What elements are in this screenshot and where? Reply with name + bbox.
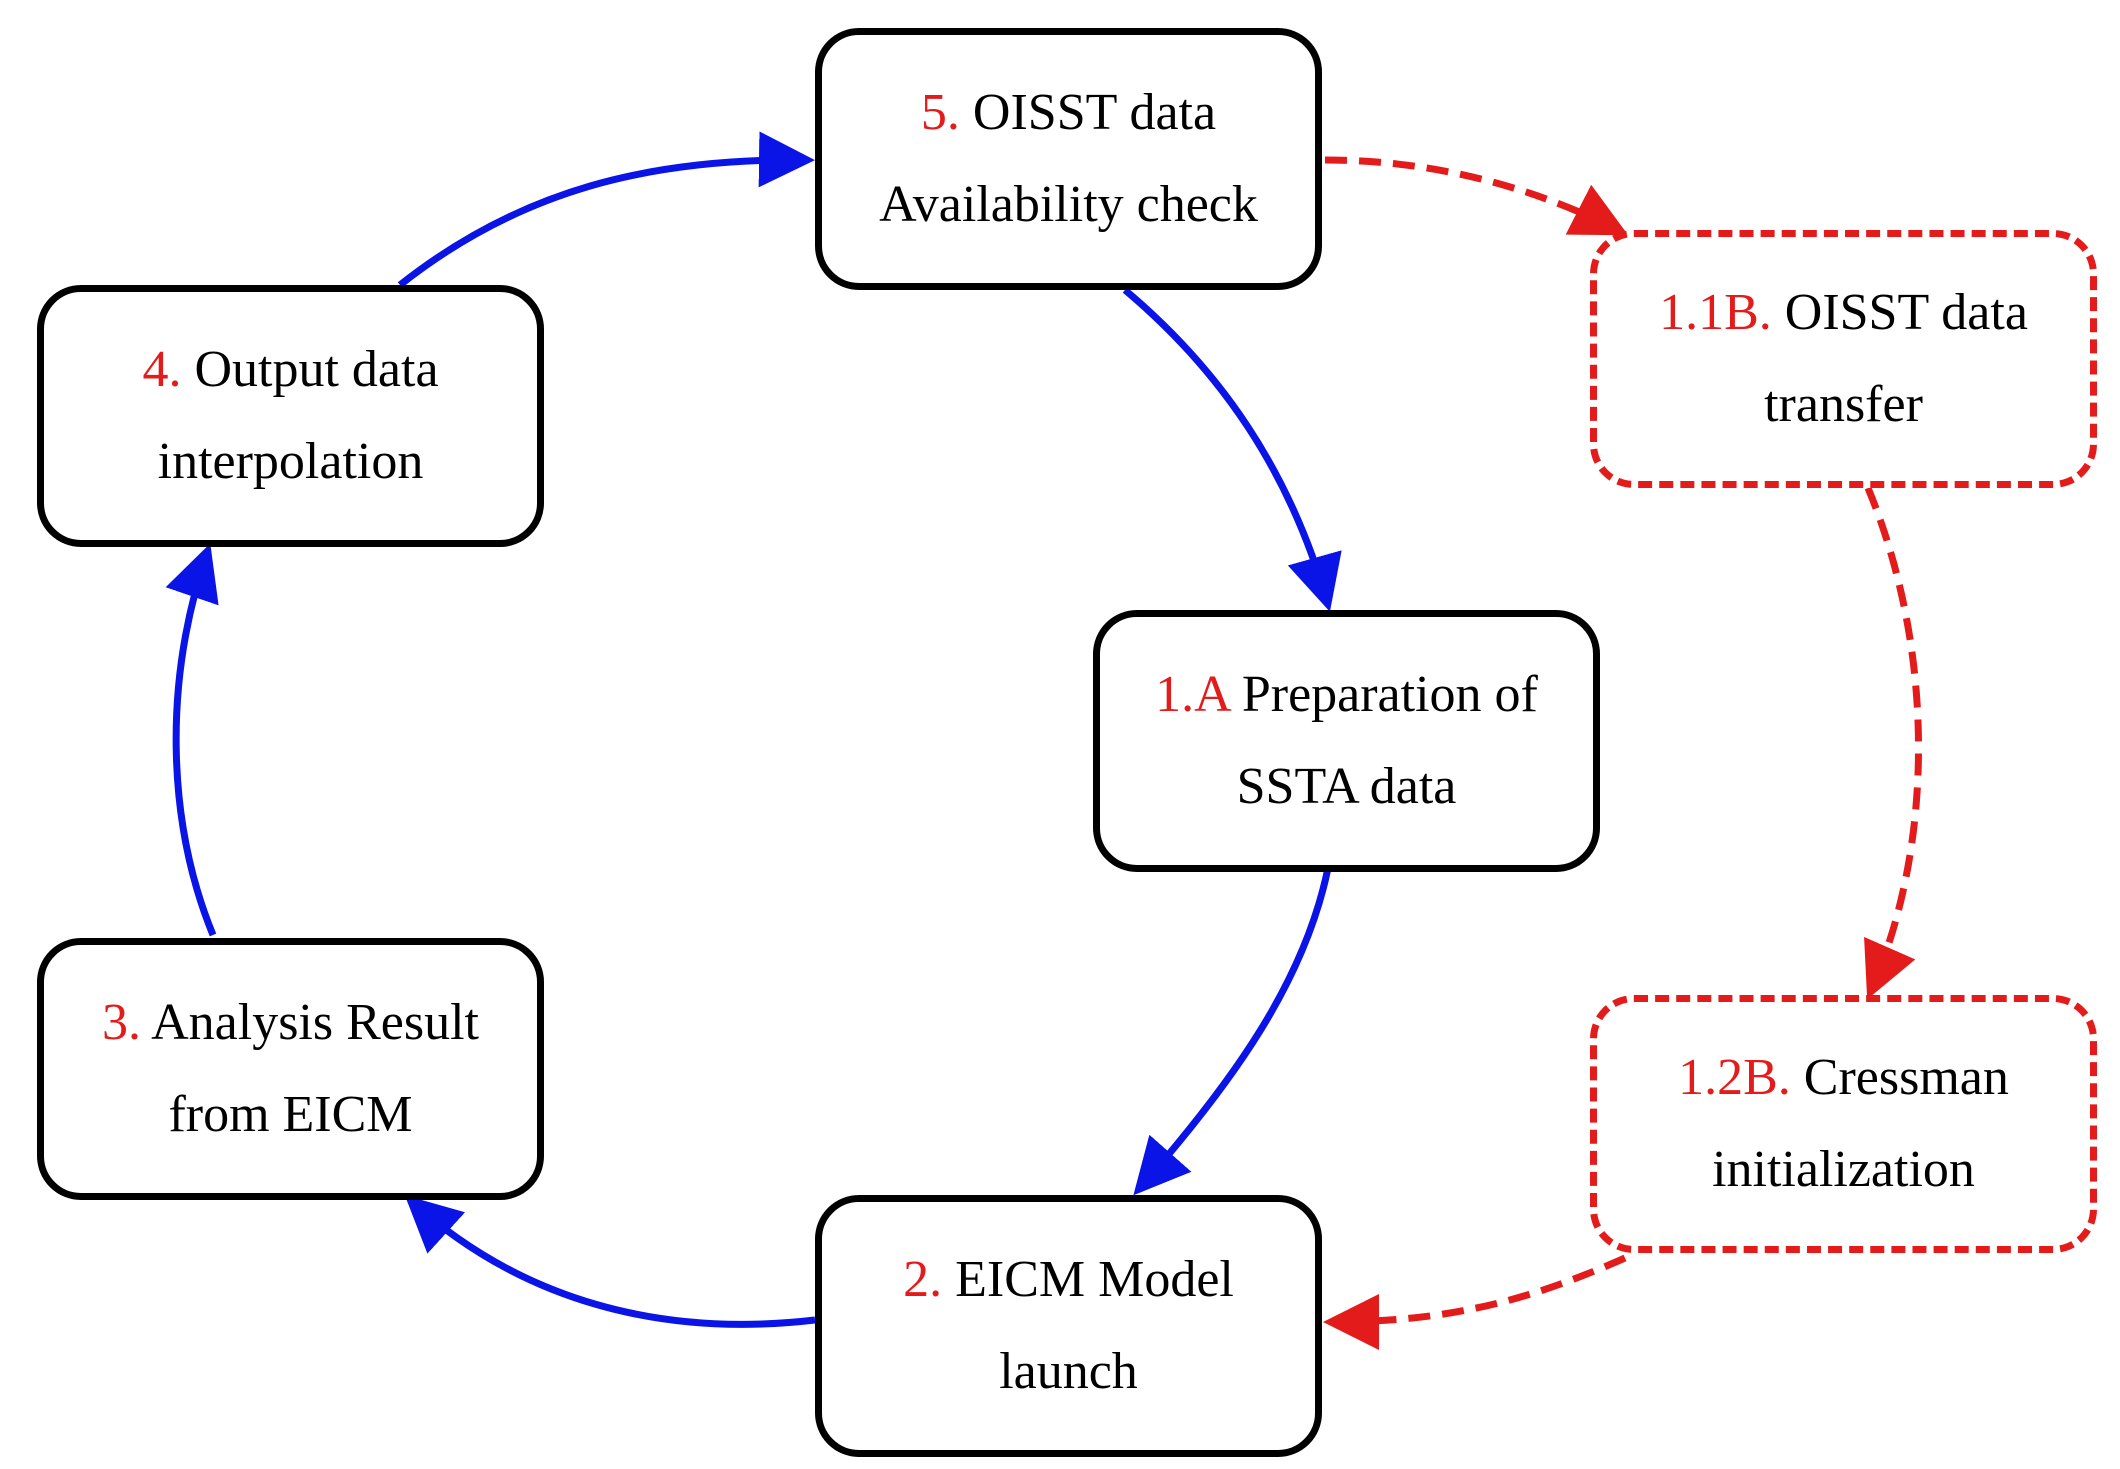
node-step4-text1: Output data [194, 341, 439, 398]
node-step1a-number: 1.A [1155, 666, 1229, 723]
node-step3-line2: from EICM [168, 1086, 413, 1143]
arrow-step5-to-step1a [1122, 287, 1342, 612]
node-step3-text1: Analysis Result [151, 994, 480, 1051]
node-step4-number: 4. [142, 341, 182, 398]
node-step3-analysis-result-from-eicm: 3. Analysis Result from EICM [37, 938, 544, 1200]
node-step2-label: 2. EICM Model launch [903, 1234, 1234, 1418]
node-step2-number: 2. [903, 1251, 943, 1308]
node-step5-line1: 5. OISST data [879, 67, 1258, 159]
arrow-step2-to-step3 [404, 1195, 816, 1328]
node-step3-number: 3. [101, 994, 141, 1051]
node-step12b-line2: initialization [1712, 1141, 1975, 1198]
node-step5-number: 5. [920, 84, 960, 141]
node-step11b-text1: OISST data [1784, 284, 2028, 341]
node-step11b-label: 1.1B. OISST data transfer [1659, 267, 2028, 451]
arrow-step3-to-step4 [165, 543, 219, 937]
node-step12b-label: 1.2B. Cressman initialization [1678, 1032, 2009, 1216]
arrow-step12b-to-step2 [1323, 1254, 1627, 1350]
node-step2-line2: launch [999, 1343, 1138, 1400]
node-step3-line1: 3. Analysis Result [102, 977, 479, 1069]
node-step4-line2: interpolation [157, 433, 424, 490]
node-step4-output-data-interpolation: 4. Output data interpolation [37, 285, 544, 547]
node-step12b-line1: 1.2B. Cressman [1678, 1032, 2009, 1124]
node-step1a-line1: 1.A Preparation of [1155, 649, 1538, 741]
node-step11b-number: 1.1B. [1659, 284, 1772, 341]
node-step5-oisst-availability-check: 5. OISST data Availability check [815, 28, 1322, 290]
node-step12b-cressman-initialization: 1.2B. Cressman initialization [1590, 995, 2097, 1253]
node-step4-label: 4. Output data interpolation [142, 324, 438, 508]
node-step3-label: 3. Analysis Result from EICM [102, 977, 479, 1161]
node-step2-line1: 2. EICM Model [903, 1234, 1234, 1326]
node-step5-line2: Availability check [879, 176, 1258, 233]
node-step1a-preparation-of-ssta-data: 1.A Preparation of SSTA data [1093, 610, 1600, 872]
node-step5-label: 5. OISST data Availability check [879, 67, 1258, 251]
node-step11b-oisst-data-transfer: 1.1B. OISST data transfer [1590, 230, 2097, 488]
node-step4-line1: 4. Output data [142, 324, 438, 416]
arrow-step1a-to-step2 [1133, 867, 1332, 1196]
arrow-step5-to-step11b [1324, 156, 1629, 236]
node-step12b-number: 1.2B. [1678, 1049, 1791, 1106]
node-step12b-text1: Cressman [1803, 1049, 2009, 1106]
node-step2-text1: EICM Model [955, 1251, 1234, 1308]
node-step2-eicm-model-launch: 2. EICM Model launch [815, 1195, 1322, 1457]
node-step1a-label: 1.A Preparation of SSTA data [1155, 649, 1538, 833]
node-step1a-line2: SSTA data [1236, 758, 1457, 815]
node-step1a-text1: Preparation of [1241, 666, 1538, 723]
node-step11b-line1: 1.1B. OISST data [1659, 267, 2028, 359]
node-step11b-line2: transfer [1764, 376, 1923, 433]
node-step5-text1: OISST data [972, 84, 1217, 141]
arrow-step4-to-step5 [397, 131, 815, 288]
arrow-step11b-to-step12b [1864, 486, 1922, 1000]
